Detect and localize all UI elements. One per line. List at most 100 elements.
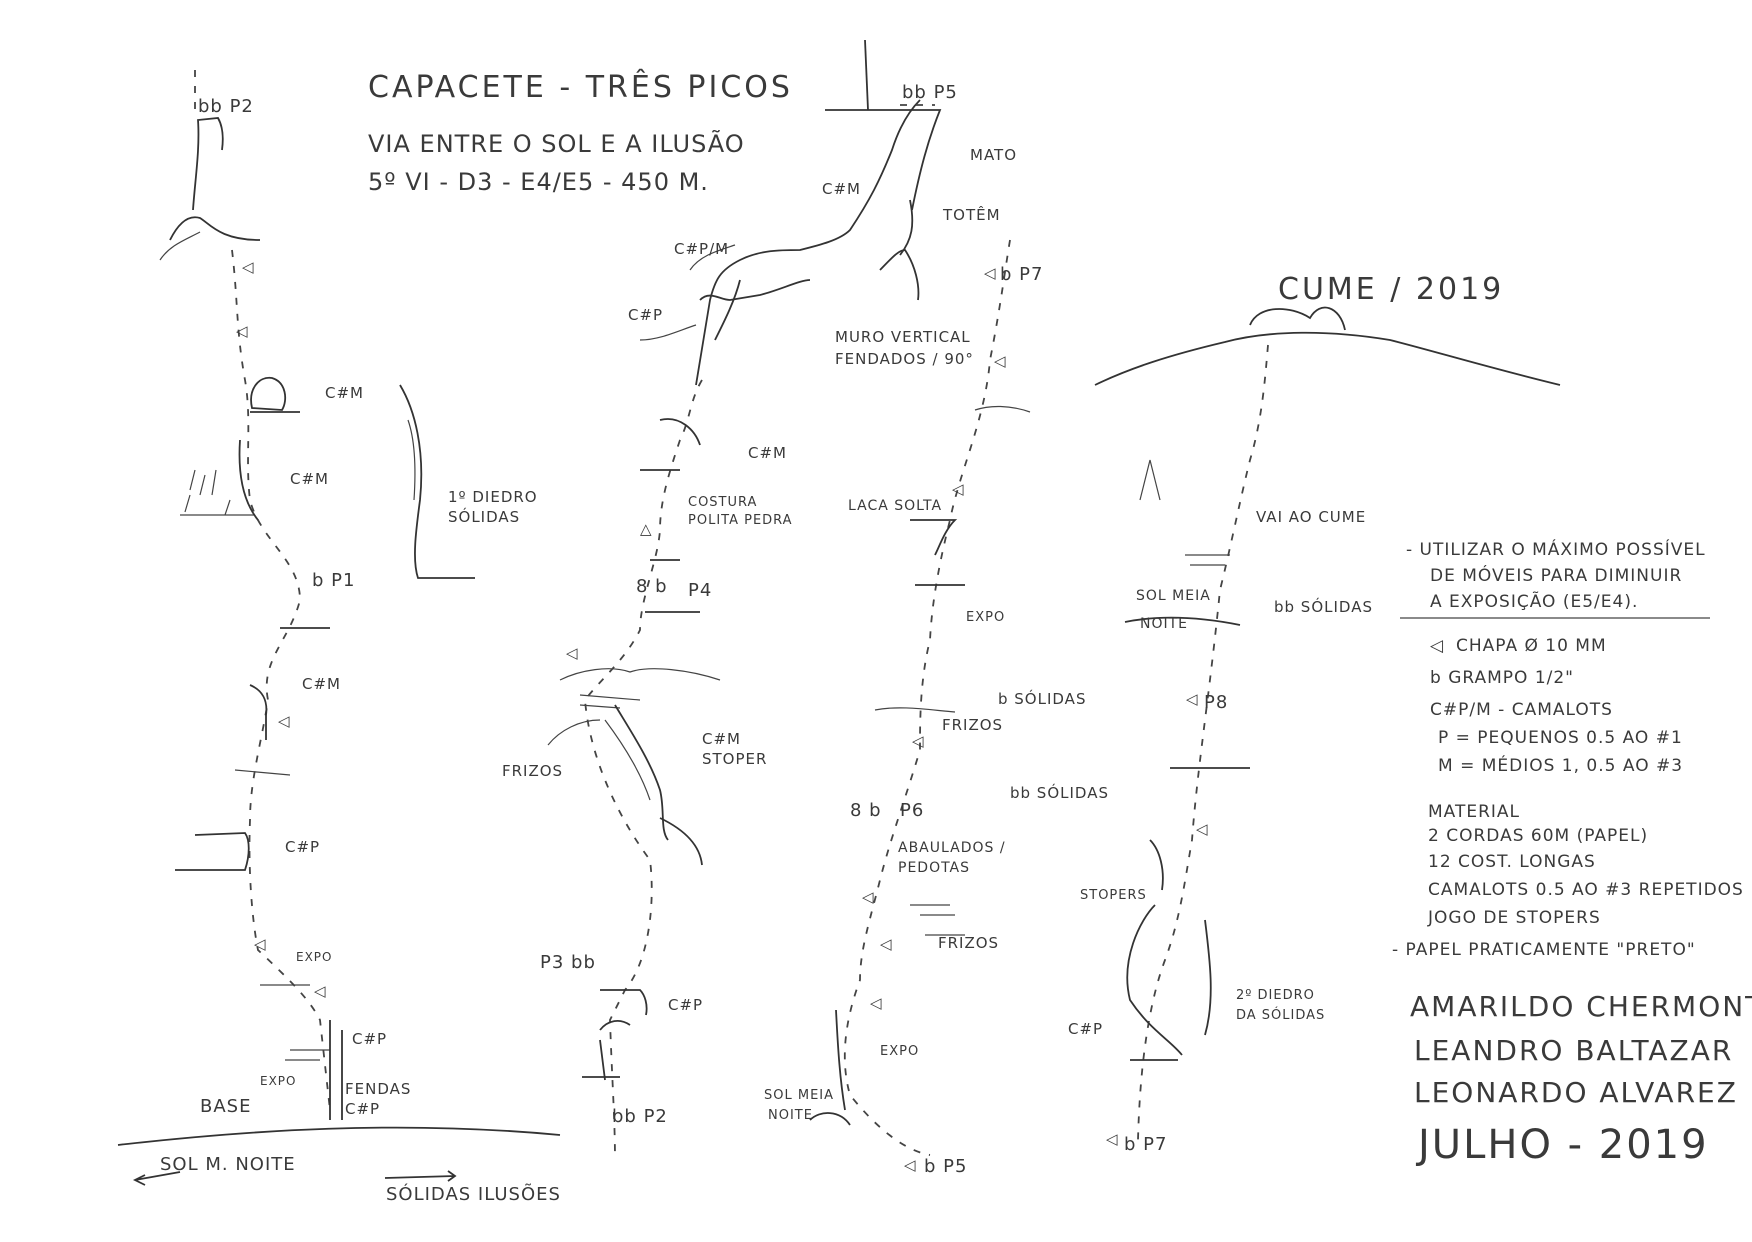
sol-meia-noite-label-2: NOITE bbox=[768, 1108, 813, 1123]
bolt-icon: ◁ bbox=[566, 644, 579, 662]
material-item-3: CAMALOTS 0.5 AO #3 REPETIDOS bbox=[1428, 880, 1744, 900]
muro-label-2: FENDADOS / 90° bbox=[835, 350, 974, 368]
cam-p-label: C#P bbox=[285, 838, 321, 856]
expo-label: EXPO bbox=[966, 610, 1006, 625]
bolt-icon: ◁ bbox=[314, 982, 327, 1000]
anchor-icon: 8 b bbox=[850, 800, 882, 821]
material-item-5: - PAPEL PRATICAMENTE "PRETO" bbox=[1392, 940, 1696, 960]
p7-label: b P7 bbox=[1124, 1134, 1168, 1155]
bolt-icon: △ bbox=[640, 520, 653, 538]
p1-label: b P1 bbox=[312, 570, 356, 591]
bolt-icon: ◁ bbox=[904, 1156, 917, 1174]
p5-top-label: bb P5 bbox=[902, 82, 958, 103]
cam-p-label: C#P bbox=[1068, 1020, 1104, 1038]
cam-m-label: C#M bbox=[702, 730, 741, 748]
p8-label: P8 bbox=[1204, 692, 1229, 713]
p2-top-label: bb P2 bbox=[198, 96, 254, 117]
bolt-icon: ◁ bbox=[912, 732, 925, 750]
diagram-title: CAPACETE - TRÊS PICOS bbox=[368, 70, 793, 105]
bolt-icon: ◁ bbox=[994, 352, 1007, 370]
stopers-label: STOPERS bbox=[1080, 888, 1147, 903]
bolt-icon: ◁ bbox=[1430, 636, 1445, 656]
cam-m-label: C#M bbox=[325, 384, 364, 402]
bolt-icon: ◁ bbox=[1106, 1130, 1119, 1148]
p3-label: P3 bb bbox=[540, 952, 596, 973]
cam-p-label: C#P bbox=[352, 1030, 388, 1048]
sol-meia-noite-label: SOL MEIA bbox=[1136, 588, 1211, 604]
bolt-icon: ◁ bbox=[242, 258, 255, 276]
summit-label: CUME / 2019 bbox=[1278, 272, 1505, 307]
bolt-icon: ◁ bbox=[870, 994, 883, 1012]
material-item-4: JOGO DE STOPERS bbox=[1428, 908, 1601, 928]
bolt-icon: ◁ bbox=[236, 322, 249, 340]
bb-solidas-label: bb SÓLIDAS bbox=[1010, 784, 1109, 802]
author-2: LEANDRO BALTAZAR bbox=[1414, 1034, 1734, 1067]
cam-p-label: C#P bbox=[345, 1100, 381, 1118]
muro-label: MURO VERTICAL bbox=[835, 328, 971, 346]
p4-label: P4 bbox=[688, 580, 713, 601]
legend-medios: M = MÉDIOS 1, 0.5 AO #3 bbox=[1438, 756, 1684, 776]
column-4-route bbox=[1094, 306, 1561, 1141]
legend-camalots: C#P/M - CAMALOTS bbox=[1430, 700, 1613, 720]
stoper-label: STOPER bbox=[702, 750, 768, 768]
right-route-label: SÓLIDAS ILUSÕES bbox=[386, 1184, 561, 1205]
sol-meia-noite-label: SOL MEIA bbox=[764, 1088, 835, 1103]
bolt-icon: ◁ bbox=[278, 712, 291, 730]
diedro-label: 1º DIEDRO bbox=[448, 488, 538, 506]
costura-label: COSTURA bbox=[688, 495, 758, 510]
author-3: LEONARDO ALVAREZ bbox=[1414, 1076, 1738, 1109]
material-item-1: 2 CORDAS 60M (PAPEL) bbox=[1428, 826, 1649, 846]
column-3-route bbox=[809, 39, 1031, 1156]
p7-label: b P7 bbox=[1000, 264, 1044, 285]
cam-m-label: C#M bbox=[748, 444, 787, 462]
author-1: AMARILDO CHERMONT bbox=[1410, 990, 1752, 1023]
bolt-icon: ◁ bbox=[880, 935, 893, 953]
bolt-icon: ◁ bbox=[254, 935, 267, 953]
cam-m-label: C#M bbox=[302, 675, 341, 693]
frizos-label: FRIZOS bbox=[938, 934, 1000, 952]
material-title: MATERIAL bbox=[1428, 802, 1521, 822]
cam-p-label: C#P bbox=[628, 306, 664, 324]
cam-m-label: C#M bbox=[290, 470, 329, 488]
diedro-label: 2º DIEDRO bbox=[1236, 988, 1315, 1003]
anchor-icon: 8 b bbox=[636, 576, 668, 597]
legend-grampo: b GRAMPO 1/2" bbox=[1430, 668, 1575, 688]
bolt-icon: ◁ bbox=[984, 264, 997, 282]
p2-label: bb P2 bbox=[612, 1106, 668, 1127]
note-line-2: DE MÓVEIS PARA DIMINUIR bbox=[1430, 566, 1683, 586]
column-1-route bbox=[117, 70, 561, 1186]
costura-label-2: POLITA PEDRA bbox=[688, 513, 793, 528]
note-line-3: A EXPOSIÇÃO (E5/E4). bbox=[1430, 592, 1639, 612]
expo-label: EXPO bbox=[296, 950, 333, 964]
route-name: VIA ENTRE O SOL E A ILUSÃO bbox=[368, 130, 745, 158]
bolt-icon: ◁ bbox=[1186, 690, 1199, 708]
sol-meia-noite-label-2: NOITE bbox=[1140, 616, 1189, 632]
fendas-label: FENDAS bbox=[345, 1080, 412, 1098]
frizos-label: FRIZOS bbox=[942, 716, 1004, 734]
abaulados-label: ABAULADOS / bbox=[898, 840, 1006, 856]
solidas-label: b SÓLIDAS bbox=[998, 690, 1087, 708]
vai-ao-cume-label: VAI AO CUME bbox=[1256, 508, 1367, 526]
cam-m-label: C#M bbox=[822, 180, 861, 198]
expo-label: EXPO bbox=[880, 1044, 920, 1059]
bolt-icon: ◁ bbox=[952, 480, 965, 498]
cam-pm-label: C#P/M bbox=[674, 240, 730, 258]
p6-label: P6 bbox=[900, 800, 925, 821]
left-route-label: SOL M. NOITE bbox=[160, 1154, 296, 1175]
bb-solidas-label: bb SÓLIDAS bbox=[1274, 598, 1373, 616]
bolt-icon: ◁ bbox=[862, 888, 875, 906]
legend-chapa: CHAPA Ø 10 MM bbox=[1456, 636, 1607, 656]
frizos-label: FRIZOS bbox=[502, 762, 564, 780]
route-grade: 5º VI - D3 - E4/E5 - 450 M. bbox=[368, 168, 709, 196]
legend-pequenos: P = PEQUENOS 0.5 AO #1 bbox=[1438, 728, 1683, 748]
diedro-label-2: DA SÓLIDAS bbox=[1236, 1008, 1326, 1023]
cam-p-label: C#P bbox=[668, 996, 704, 1014]
material-item-2: 12 COST. LONGAS bbox=[1428, 852, 1596, 872]
date-label: JULHO - 2019 bbox=[1418, 1122, 1709, 1168]
base-label: BASE bbox=[200, 1096, 252, 1117]
expo-label: EXPO bbox=[260, 1074, 297, 1088]
diedro-label-2: SÓLIDAS bbox=[448, 508, 521, 526]
column-2-route bbox=[547, 99, 921, 1161]
note-line-1: - UTILIZAR O MÁXIMO POSSÍVEL bbox=[1406, 540, 1706, 560]
